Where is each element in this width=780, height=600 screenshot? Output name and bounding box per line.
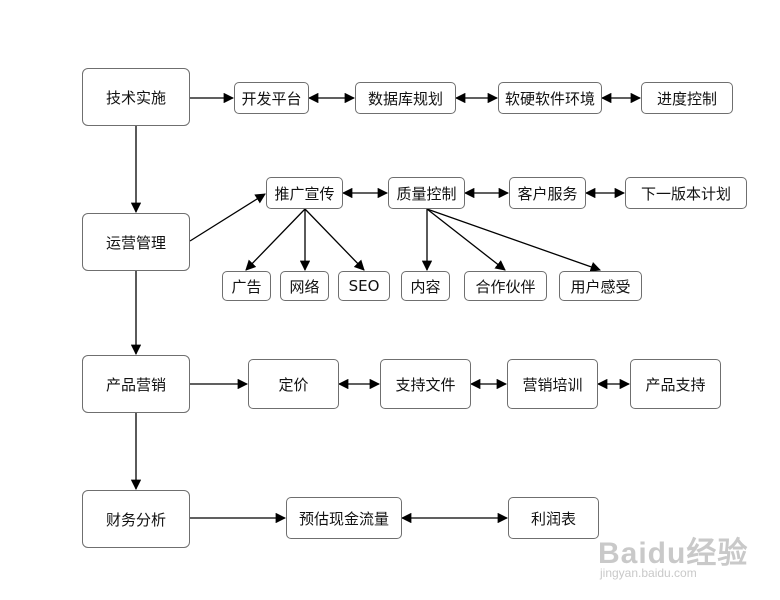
node-tech: 技术实施 [82,68,190,126]
node-label: 合作伙伴 [475,277,536,296]
node-label: 开发平台 [241,89,302,108]
node-label: 利润表 [530,509,576,528]
edge-quality-partners [426,208,506,271]
node-label: 推广宣传 [274,184,335,203]
node-advertising: 广告 [222,271,271,301]
node-income-statement: 利润表 [508,497,599,539]
node-label: 广告 [231,277,262,296]
node-pricing: 定价 [248,359,339,409]
node-label: 产品支持 [645,375,706,394]
node-content: 内容 [401,271,450,301]
node-label: 营销培训 [522,375,583,394]
node-fin: 财务分析 [82,490,190,548]
node-hw-sw-env: 软硬软件环境 [498,82,602,114]
node-quality-control: 质量控制 [388,177,465,209]
node-label: 预估现金流量 [298,509,389,528]
node-label: 软硬软件环境 [504,89,595,108]
node-label: 产品营销 [105,375,166,394]
node-label: 进度控制 [656,89,717,108]
node-label: 财务分析 [105,510,166,529]
edge-quality-ux [426,208,601,272]
node-seo: SEO [338,271,390,301]
edge-ops-promotion [189,193,266,242]
node-label: 支持文件 [395,375,456,394]
node-label: 客户服务 [517,184,578,203]
node-customer-service: 客户服务 [509,177,586,209]
node-user-experience: 用户感受 [559,271,642,301]
node-label: 技术实施 [105,88,166,107]
node-next-version-plan: 下一版本计划 [625,177,747,209]
node-label: 用户感受 [570,277,631,296]
node-db-planning: 数据库规划 [355,82,456,114]
baidu-watermark-logo: Baidu经验 [598,528,748,572]
node-label: 数据库规划 [367,89,443,108]
edge-promotion-ad [245,208,306,271]
watermark-logo-text: Baidu经验 [598,537,749,570]
node-label: 内容 [410,277,441,296]
node-cash-flow-forecast: 预估现金流量 [286,497,402,539]
edge-promotion-seo [304,208,365,271]
node-support-docs: 支持文件 [380,359,471,409]
node-label: 网络 [289,277,320,296]
node-product-support: 产品支持 [630,359,721,409]
node-progress-control: 进度控制 [641,82,733,114]
node-label: 下一版本计划 [640,184,731,203]
node-label: 运营管理 [105,233,166,252]
node-ops: 运营管理 [82,213,190,271]
node-dev-platform: 开发平台 [234,82,309,114]
node-sales-training: 营销培训 [507,359,598,409]
node-partners: 合作伙伴 [464,271,547,301]
node-network: 网络 [280,271,329,301]
watermark-url-text: jingyan.baidu.com [600,566,697,580]
node-label: 定价 [278,375,309,394]
node-promotion: 推广宣传 [266,177,343,209]
node-mkt: 产品营销 [82,355,190,413]
node-label: SEO [348,277,380,295]
node-label: 质量控制 [396,184,457,203]
baidu-watermark-url: jingyan.baidu.com [600,566,697,580]
